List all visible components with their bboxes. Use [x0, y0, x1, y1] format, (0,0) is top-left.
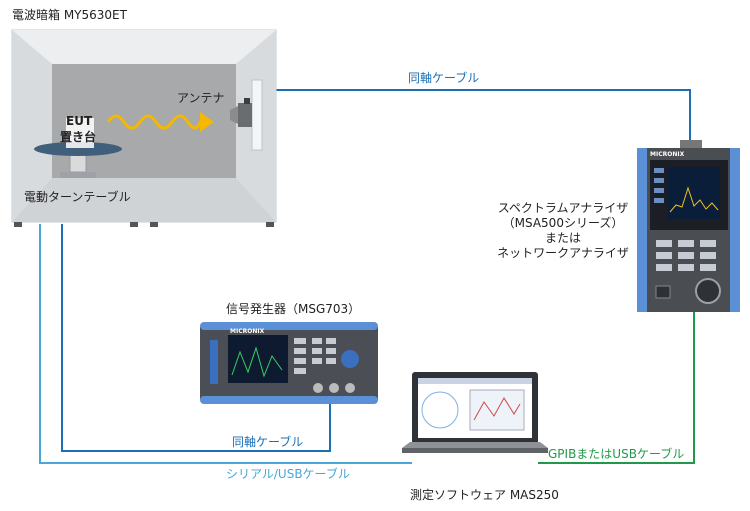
- analyzer-label-line2: （MSA500シリーズ）: [502, 216, 624, 230]
- coax-cable-bottom-label: 同軸ケーブル: [232, 435, 304, 449]
- coax-cable-top-label: 同軸ケーブル: [408, 71, 480, 85]
- analyzer-brand: MICRONIX: [650, 151, 685, 158]
- serial-usb-cable-label: シリアル/USBケーブル: [226, 467, 350, 481]
- analyzer-label: スペクトラムアナライザ （MSA500シリーズ） または ネットワークアナライザ: [478, 201, 648, 261]
- gpib-usb-cable-label: GPIBまたはUSBケーブル: [548, 447, 685, 461]
- eut-label: EUT: [66, 114, 93, 128]
- turntable-label: 電動ターンテーブル: [24, 190, 131, 204]
- turntable-icon: [34, 118, 122, 178]
- signal-generator-device: [200, 322, 378, 404]
- shield-chamber: [11, 29, 277, 227]
- laptop-label: 測定ソフトウェア MAS250: [410, 488, 559, 502]
- rf-wave-icon: [106, 114, 202, 130]
- coax-cable-antenna-analyzer: [276, 89, 691, 148]
- antenna-label: アンテナ: [177, 91, 225, 105]
- serial-usb-cable: [39, 224, 412, 464]
- analyzer-label-line4: ネットワークアナライザ: [497, 246, 629, 260]
- antenna-icon: [230, 79, 263, 151]
- generator-label: 信号発生器（MSG703）: [226, 302, 361, 316]
- generator-brand: MICRONIX: [230, 328, 265, 335]
- coax-cable-chamber-generator: [61, 224, 331, 452]
- chamber-title: 電波暗箱 MY5630ET: [12, 8, 127, 22]
- analyzer-label-line1: スペクトラムアナライザ: [497, 201, 629, 215]
- gpib-usb-cable: [538, 310, 695, 464]
- cables: [39, 89, 695, 464]
- spectrum-analyzer-device: [637, 140, 740, 312]
- laptop-icon: [402, 372, 548, 453]
- analyzer-label-line3: または: [544, 231, 581, 245]
- stand-label: 置き台: [60, 130, 97, 144]
